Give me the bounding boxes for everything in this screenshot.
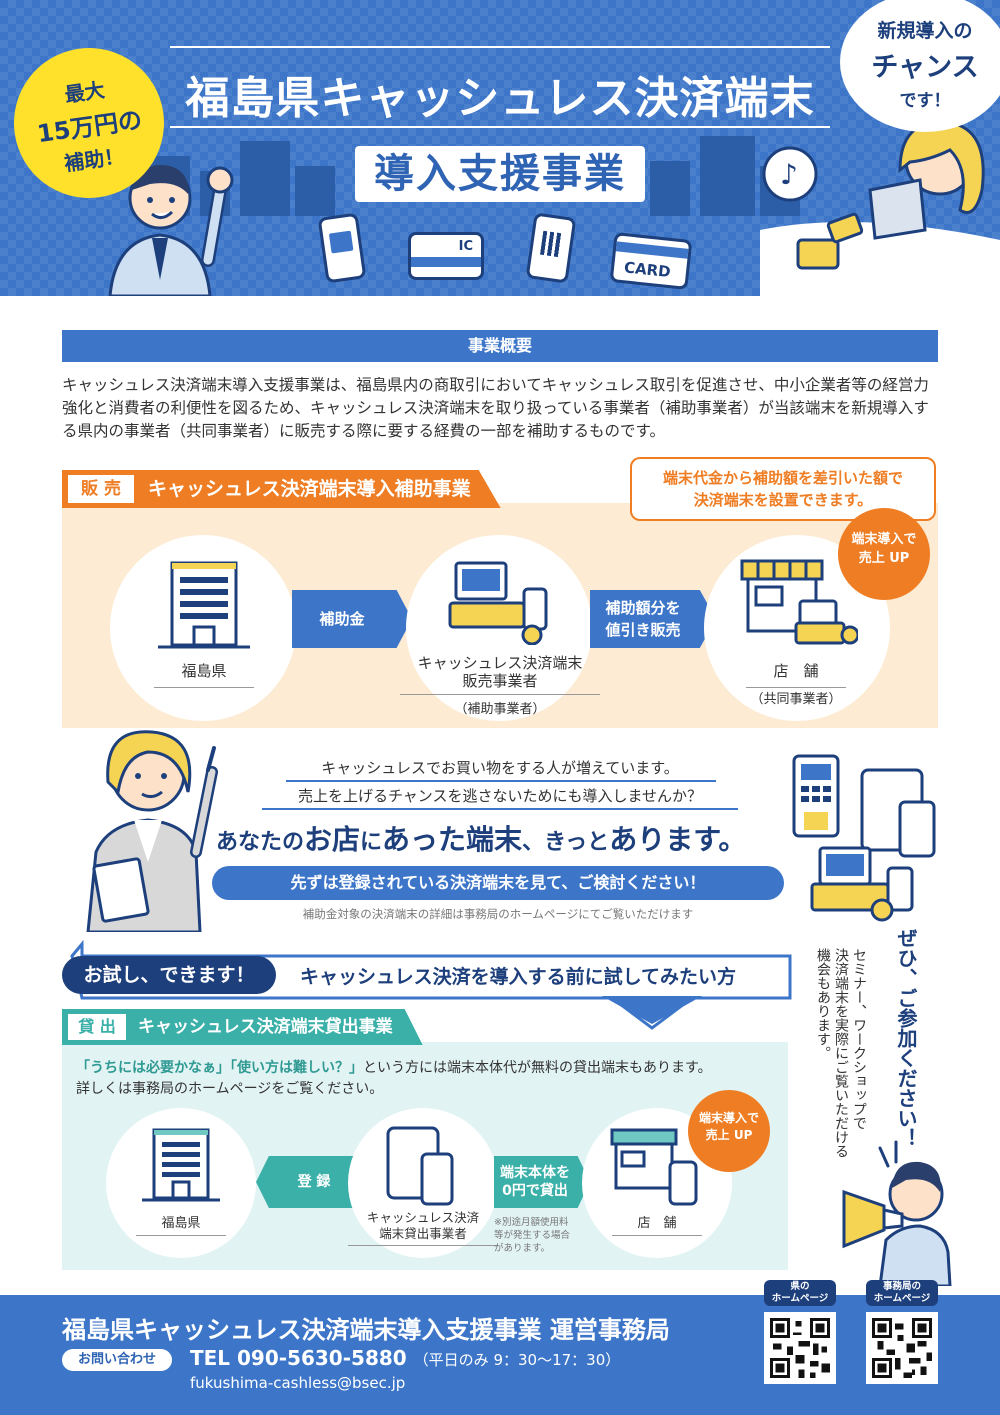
shop-icon	[740, 559, 858, 645]
free-rental-arrow: 端末本体を 0円で貸出	[494, 1156, 590, 1208]
node-shop-sub: （共同事業者）	[750, 692, 842, 707]
register-arrow: 登 録	[256, 1156, 356, 1208]
qr1-label: 県のホームページ	[764, 1280, 836, 1306]
middle-line-2: 売上を上げるチャンスを逃さないためにも導入しませんか？	[297, 787, 703, 805]
terminals-illustration	[792, 754, 936, 922]
tablet-smartphone-icon	[386, 1126, 454, 1206]
new-chance-badge: 新規導入の チャンス です！	[840, 0, 1000, 132]
node-vendor-sub: （補助事業者）	[454, 702, 546, 717]
rental-node-fukushima-label: 福島県	[136, 1212, 226, 1236]
rental-tag: 貸 出	[68, 1014, 126, 1040]
sales-tag: 販 売	[68, 475, 134, 503]
qr2-label: 事務局のホームページ	[866, 1280, 938, 1306]
review-terminals-banner: 先ずは登録されている決済端末を見て、ご検討ください！	[212, 866, 784, 900]
try-it-text: キャッシュレス決済を導入する前に試してみたい方	[300, 966, 737, 988]
page-subtitle: 導入支援事業	[355, 146, 645, 202]
node-shop-label: 店 舗	[746, 660, 846, 688]
rental-node-vendor-label: キャッシュレス決済 端末貸出事業者	[348, 1210, 498, 1246]
building-icon	[142, 1128, 220, 1202]
overview-heading: 事業概要	[62, 330, 938, 362]
page-title: 福島県キャッシュレス決済端末	[185, 73, 815, 124]
node-fukushima-label: 福島県	[154, 660, 254, 688]
middle-headline: あなたのお店にあった端末、きっとあります。	[216, 823, 747, 856]
footer-title: 福島県キャッシュレス決済端末導入支援事業 運営事務局	[62, 1316, 670, 1344]
shop-icon	[610, 1128, 698, 1206]
contact-email[interactable]: fukushima-cashless@bsec.jp	[190, 1374, 406, 1392]
middle-note: 補助金対象の決済端末の詳細は事務局のホームページにてご覧いただけます	[302, 907, 694, 921]
businessman-illustration	[108, 165, 234, 296]
phone-number[interactable]: TEL 090-5630-5880 （平日のみ 9：30～17：30）	[190, 1346, 621, 1370]
office-homepage-qr[interactable]	[866, 1312, 938, 1384]
overview-body: キャッシュレス決済端末導入支援事業は、福島県内の商取引においてキャッシュレス取引…	[62, 376, 929, 440]
building-icon	[158, 561, 250, 649]
ic-card-icon: IC	[408, 232, 484, 280]
middle-line-1: キャッシュレスでお買い物をする人が増えています。	[321, 759, 679, 777]
svg-text:♪: ♪	[780, 158, 798, 191]
pos-terminal-icon	[448, 561, 548, 645]
rental-footnote: ※別途月額使用料 等が発生する場合 があります。	[494, 1217, 571, 1254]
prefecture-homepage-qr[interactable]	[764, 1312, 836, 1384]
node-vendor-label: キャッシュレス決済端末 販売事業者	[400, 654, 600, 695]
sales-section-title: 販 売 キャッシュレス決済端末導入補助事業	[62, 470, 501, 508]
try-it-pill: お試し、できます！	[62, 956, 276, 994]
hero-banner: IC CARD ♪ 最大 15万円の 補助！ 新規導入の チャンス です！ 福島…	[0, 0, 1000, 296]
credit-card-icon: CARD	[609, 232, 693, 290]
shopper-illustration: ♪	[760, 120, 1000, 296]
woman-pointing-illustration	[86, 730, 218, 932]
rental-description: 「うちには必要かなぁ」「使い方は難しい？」という方には端末本体代が無料の貸出端末…	[76, 1060, 712, 1097]
rental-sales-up-burst: 端末導入で 売上 UP	[688, 1090, 770, 1172]
join-us-heading: ぜひ、ご参加ください！	[894, 928, 918, 1148]
rental-node-shop-label: 店 舗	[612, 1212, 702, 1236]
megaphone-man-illustration	[842, 1140, 952, 1286]
subsidy-arrow: 補助金	[292, 590, 412, 648]
join-us-text: セミナー、ワークショップで決済端末を実際にご覧いただける機会もあります。	[815, 948, 867, 1158]
sales-up-burst: 端末導入で 売上 UP	[838, 508, 930, 600]
contact-label: お問い合わせ	[62, 1349, 172, 1371]
discount-arrow: 補助額分を 値引き販売	[590, 590, 716, 648]
rental-section-title: 貸 出 キャッシュレス決済端末貸出事業	[62, 1009, 423, 1045]
